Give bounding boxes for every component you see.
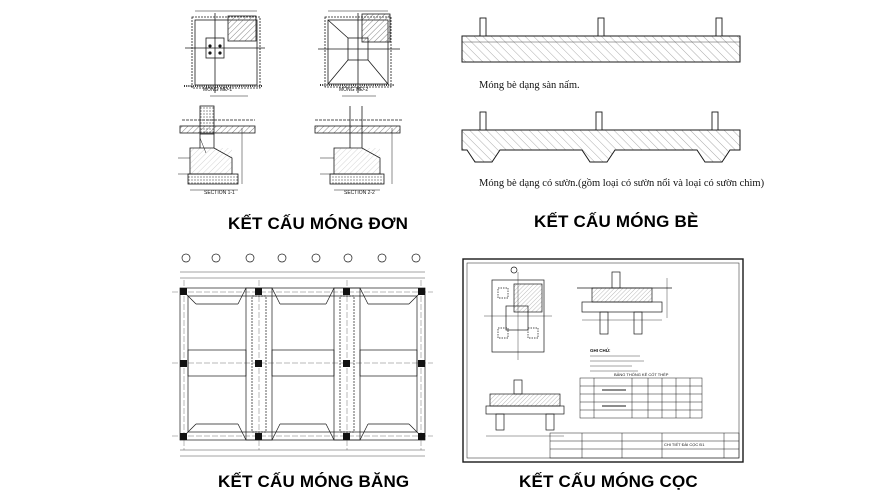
pile-cap-lower-section — [485, 379, 565, 437]
section-2-2 — [314, 106, 402, 191]
raft-footing-ribbed-drawing — [461, 111, 741, 163]
title-block — [549, 432, 740, 459]
isolated-footing-drawing — [178, 10, 402, 191]
caption-mong-coc: KẾT CẤU MÓNG CỌC — [519, 472, 698, 491]
plan-md1 — [184, 10, 265, 97]
pile-cap-section — [577, 271, 672, 335]
pile-footing-sheet-drawing — [462, 258, 744, 463]
label-steel-table: BẢNG THỐNG KÊ CỐT THÉP — [614, 372, 669, 377]
caption-mong-be: KẾT CẤU MÓNG BÈ — [534, 212, 699, 231]
grid-bubbles — [181, 253, 421, 263]
caption-mong-don: KẾT CẤU MÓNG ĐƠN — [228, 214, 409, 233]
label-ghi-chu: GHI CHÚ: — [590, 348, 611, 353]
label-pile-detail: CHI TIẾT ĐÀI CỌC Đ1 — [664, 442, 705, 447]
label-mong-md2: MÓNG MĐ-2 — [339, 87, 369, 93]
notes-lines — [590, 355, 644, 372]
steel-table — [579, 377, 703, 419]
section-1-1 — [178, 105, 256, 191]
pile-cap-plan — [484, 266, 552, 360]
raft-footing-flat-drawing — [461, 17, 741, 63]
strip-footing-plan-drawing — [172, 253, 433, 457]
label-section-1-1: SECTION 1-1 — [204, 190, 235, 196]
column-markers — [180, 288, 425, 440]
plan-md2 — [318, 10, 400, 97]
note-raft-ribbed: Móng bè dạng có sườn.(gồm loại có sườn n… — [479, 178, 765, 189]
caption-mong-bang: KẾT CẤU MÓNG BĂNG — [218, 472, 410, 491]
note-raft-flat: Móng bè dạng sàn nấm. — [479, 80, 580, 91]
label-section-2-2: SECTION 2-2 — [344, 190, 375, 196]
label-mong-md1: MÓNG MĐ-1 — [203, 87, 233, 93]
